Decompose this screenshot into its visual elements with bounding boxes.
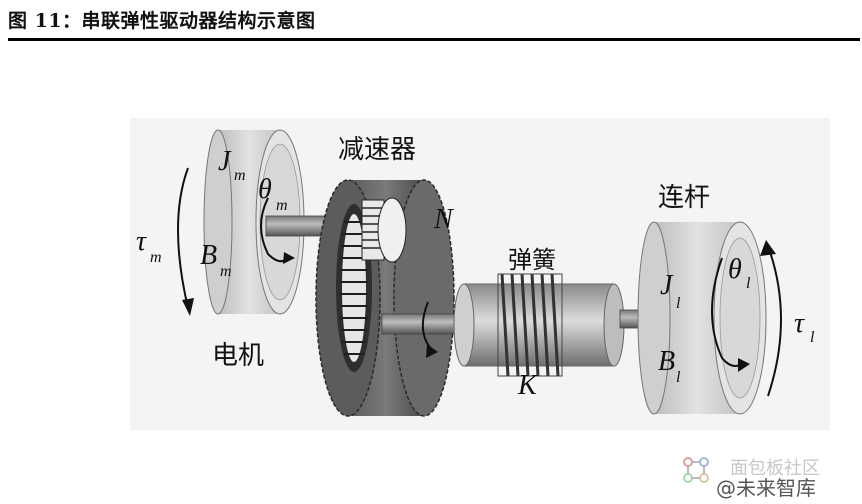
watermark-line2: @未来智库 — [716, 476, 816, 500]
symbol-Jl: J — [660, 270, 674, 301]
symbol-tau-m: τ — [136, 226, 147, 257]
watermark-line1: 面包板社区 — [730, 458, 820, 479]
reducer-gearbox — [315, 179, 455, 417]
reducer-rotation-arrowhead — [426, 344, 438, 358]
title-rule — [8, 38, 860, 41]
motor-disc — [203, 129, 305, 315]
tau-l-arrowhead — [760, 240, 776, 256]
symbol-Bm: B — [200, 240, 217, 271]
motor-rotation-arrow — [260, 197, 289, 263]
symbol-theta-l: θ — [728, 254, 742, 285]
symbol-Bm-sub: m — [220, 263, 232, 280]
symbol-Bl: B — [658, 346, 675, 377]
symbol-K: K — [517, 370, 538, 401]
tau-m-arrow — [177, 167, 189, 309]
symbol-theta-l-sub: l — [746, 275, 751, 292]
link-disc — [637, 221, 767, 415]
symbol-Jl-sub: l — [676, 295, 681, 312]
community-logo-icon — [683, 457, 709, 483]
link-rotation-arrow — [711, 257, 743, 367]
symbol-theta-m: θ — [258, 174, 272, 205]
spring-assembly — [453, 273, 625, 377]
label-link: 连杆 — [658, 183, 710, 213]
symbol-Jm-sub: m — [234, 167, 246, 184]
symbol-tau-m-sub: m — [150, 249, 162, 266]
label-reducer: 减速器 — [338, 135, 416, 165]
watermark: 面包板社区 @未来智库 — [680, 452, 860, 500]
symbol-tau-l: τ — [794, 308, 805, 339]
sea-diagram: 减速器 电机 弹簧 连杆 J m θ m τ m B m N K J l θ l… — [130, 118, 830, 430]
label-spring: 弹簧 — [508, 246, 556, 274]
motor-rotation-arrowhead — [283, 252, 295, 264]
symbol-N: N — [433, 204, 454, 235]
symbol-Jm: J — [218, 146, 232, 177]
figure-title: 图 11：串联弹性驱动器结构示意图 — [8, 10, 316, 32]
symbol-Bl-sub: l — [676, 369, 681, 386]
symbol-theta-m-sub: m — [276, 197, 288, 214]
tau-l-arrow — [767, 245, 782, 397]
link-rotation-arrowhead — [738, 358, 750, 372]
label-motor: 电机 — [212, 341, 264, 371]
symbol-tau-l-sub: l — [810, 329, 815, 346]
tau-m-arrowhead — [182, 298, 194, 316]
